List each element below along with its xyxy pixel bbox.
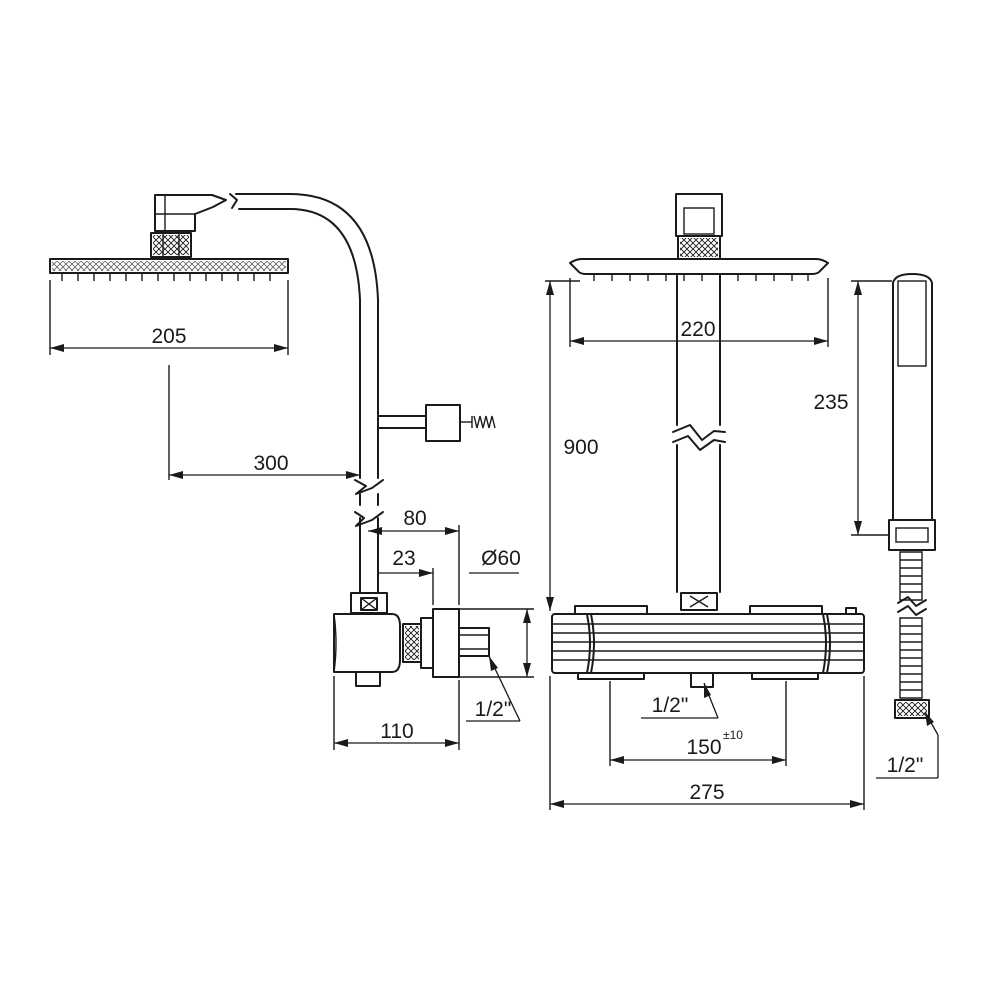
dim-23-label: 23 — [392, 547, 415, 570]
front-head-connector — [675, 193, 723, 260]
front-shower-head — [569, 258, 829, 281]
dim-thread-front-label: 1/2" — [652, 694, 689, 717]
front-view — [551, 193, 865, 688]
dimension-lines — [49, 278, 939, 810]
dim-300-label: 300 — [253, 452, 288, 475]
dim-900-label: 900 — [563, 436, 598, 459]
dim-110-label: 110 — [380, 720, 413, 743]
side-view — [49, 193, 496, 687]
side-wall-bracket — [377, 404, 496, 442]
dim-150-label: 150 — [686, 736, 721, 759]
dim-150-tolerance: ±10 — [723, 728, 743, 742]
dim-275-label: 275 — [689, 781, 724, 804]
dim-thread-hose-label: 1/2" — [887, 754, 924, 777]
side-head-connector — [150, 194, 227, 258]
side-shower-head — [49, 258, 289, 281]
front-riser-pipe — [672, 273, 726, 593]
side-riser-arm — [229, 193, 384, 593]
dimension-labels: 205 300 80 23 Ø60 1/2" 110 220 900 235 1… — [151, 318, 923, 804]
dim-thread-side-label: 1/2" — [475, 698, 512, 721]
side-mixer-body — [333, 592, 490, 687]
dim-235-label: 235 — [813, 391, 848, 414]
dim-80-label: 80 — [403, 507, 426, 530]
dim-diameter-60-label: Ø60 — [481, 547, 521, 570]
dim-220-label: 220 — [680, 318, 715, 341]
front-mixer-body — [551, 592, 865, 688]
dim-205-label: 205 — [151, 325, 186, 348]
hand-shower — [888, 273, 936, 719]
